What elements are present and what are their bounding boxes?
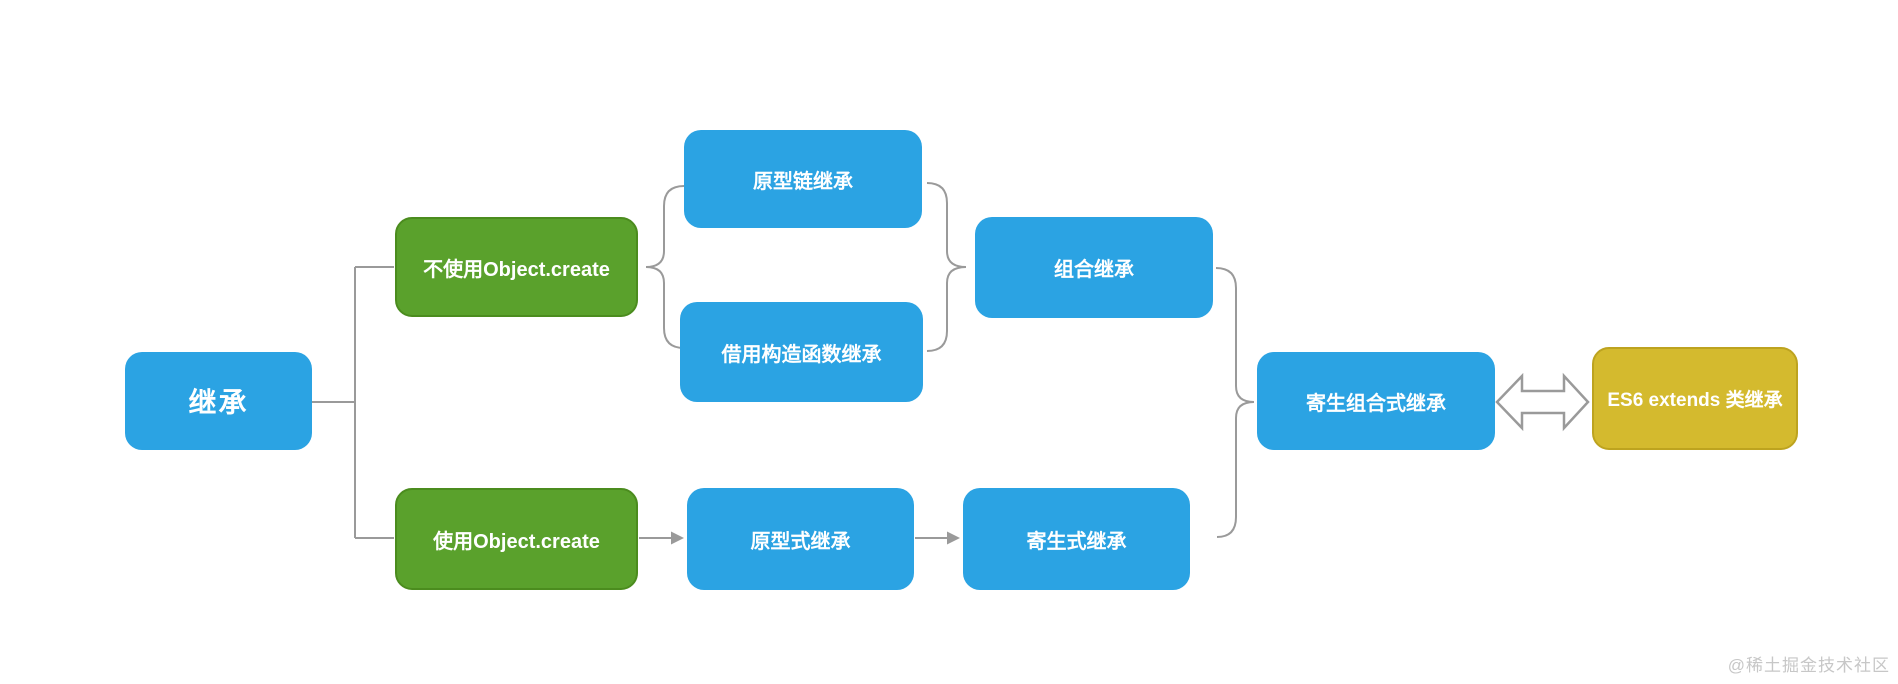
- node-no-object-create[interactable]: 不使用Object.create: [395, 217, 638, 317]
- node-borrow-constructor-inheritance-label: 借用构造函数继承: [721, 343, 882, 366]
- node-parasitic-inheritance-label: 寄生式继承: [1026, 530, 1127, 553]
- node-es6-extends-class-inheritance[interactable]: ES6 extends 类继承: [1592, 347, 1798, 450]
- arrow-prototypal-to-parasitic: [915, 531, 960, 545]
- arrow-use-create-to-prototypal: [639, 531, 684, 545]
- elbow-connector-root: [312, 266, 394, 539]
- node-prototype-chain-inheritance-label: 原型链继承: [753, 170, 853, 193]
- node-parasitic-combination-inheritance[interactable]: 寄生组合式继承: [1257, 352, 1495, 450]
- node-prototypal-inheritance[interactable]: 原型式继承: [687, 488, 914, 590]
- node-root-inheritance-label: 继承: [188, 387, 249, 418]
- node-root-inheritance[interactable]: 继承: [125, 352, 312, 450]
- juejin-watermark: @稀土掘金技术社区: [1727, 656, 1890, 675]
- double-arrow-equivalence: [1495, 372, 1590, 432]
- node-parasitic-inheritance[interactable]: 寄生式继承: [963, 488, 1190, 590]
- node-borrow-constructor-inheritance[interactable]: 借用构造函数继承: [680, 302, 923, 402]
- node-prototypal-inheritance-label: 原型式继承: [750, 530, 851, 553]
- node-use-object-create[interactable]: 使用Object.create: [395, 488, 638, 590]
- node-prototype-chain-inheritance[interactable]: 原型链继承: [684, 130, 922, 228]
- node-no-object-create-label: 不使用Object.create: [423, 258, 610, 281]
- brace-connector-merge-parasitic-combination: [1215, 267, 1255, 538]
- node-es6-extends-class-inheritance-label: ES6 extends 类继承: [1607, 390, 1783, 411]
- node-combination-inheritance-label: 组合继承: [1054, 259, 1134, 281]
- brace-connector-left: [645, 185, 685, 349]
- brace-connector-merge-combination: [926, 182, 967, 352]
- node-parasitic-combination-inheritance-label: 寄生组合式继承: [1306, 392, 1446, 415]
- node-use-object-create-label: 使用Object.create: [433, 530, 600, 553]
- node-combination-inheritance[interactable]: 组合继承: [975, 217, 1213, 318]
